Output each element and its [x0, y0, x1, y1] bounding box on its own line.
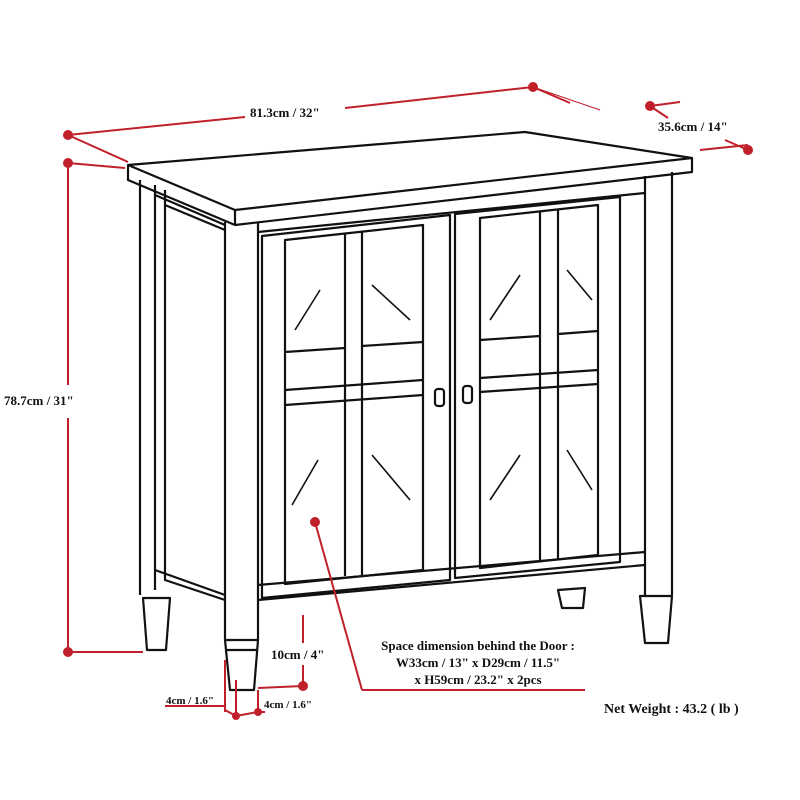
- left-door-handle: [433, 387, 446, 408]
- dimension-lines: [63, 82, 753, 720]
- leg-back-right: [556, 586, 587, 610]
- leg-height-label: 10cm / 4": [271, 647, 325, 662]
- net-weight-label: Net Weight : 43.2 ( lb ): [604, 702, 739, 717]
- leg-front-left: [223, 638, 260, 692]
- cabinet-outline: [126, 130, 694, 692]
- leg-width-front-label: 4cm / 1.6": [166, 695, 214, 707]
- leg-front-right: [638, 594, 674, 645]
- space-note-line1: Space dimension behind the Door :: [381, 638, 575, 653]
- width-label: 81.3cm / 32": [250, 105, 320, 120]
- right-door-handle: [461, 384, 474, 405]
- space-note-line2: W33cm / 13" x D29cm / 11.5": [395, 655, 561, 670]
- space-note-line3: x H59cm / 23.2" x 2pcs: [414, 672, 542, 687]
- space-dimension-note: Space dimension behind the Door : W33cm …: [362, 637, 594, 688]
- leg-back-left: [141, 596, 172, 652]
- height-label: 78.7cm / 31": [4, 393, 74, 408]
- leg-width-side-label: 4cm / 1.6": [264, 699, 312, 711]
- depth-label: 35.6cm / 14": [658, 119, 728, 134]
